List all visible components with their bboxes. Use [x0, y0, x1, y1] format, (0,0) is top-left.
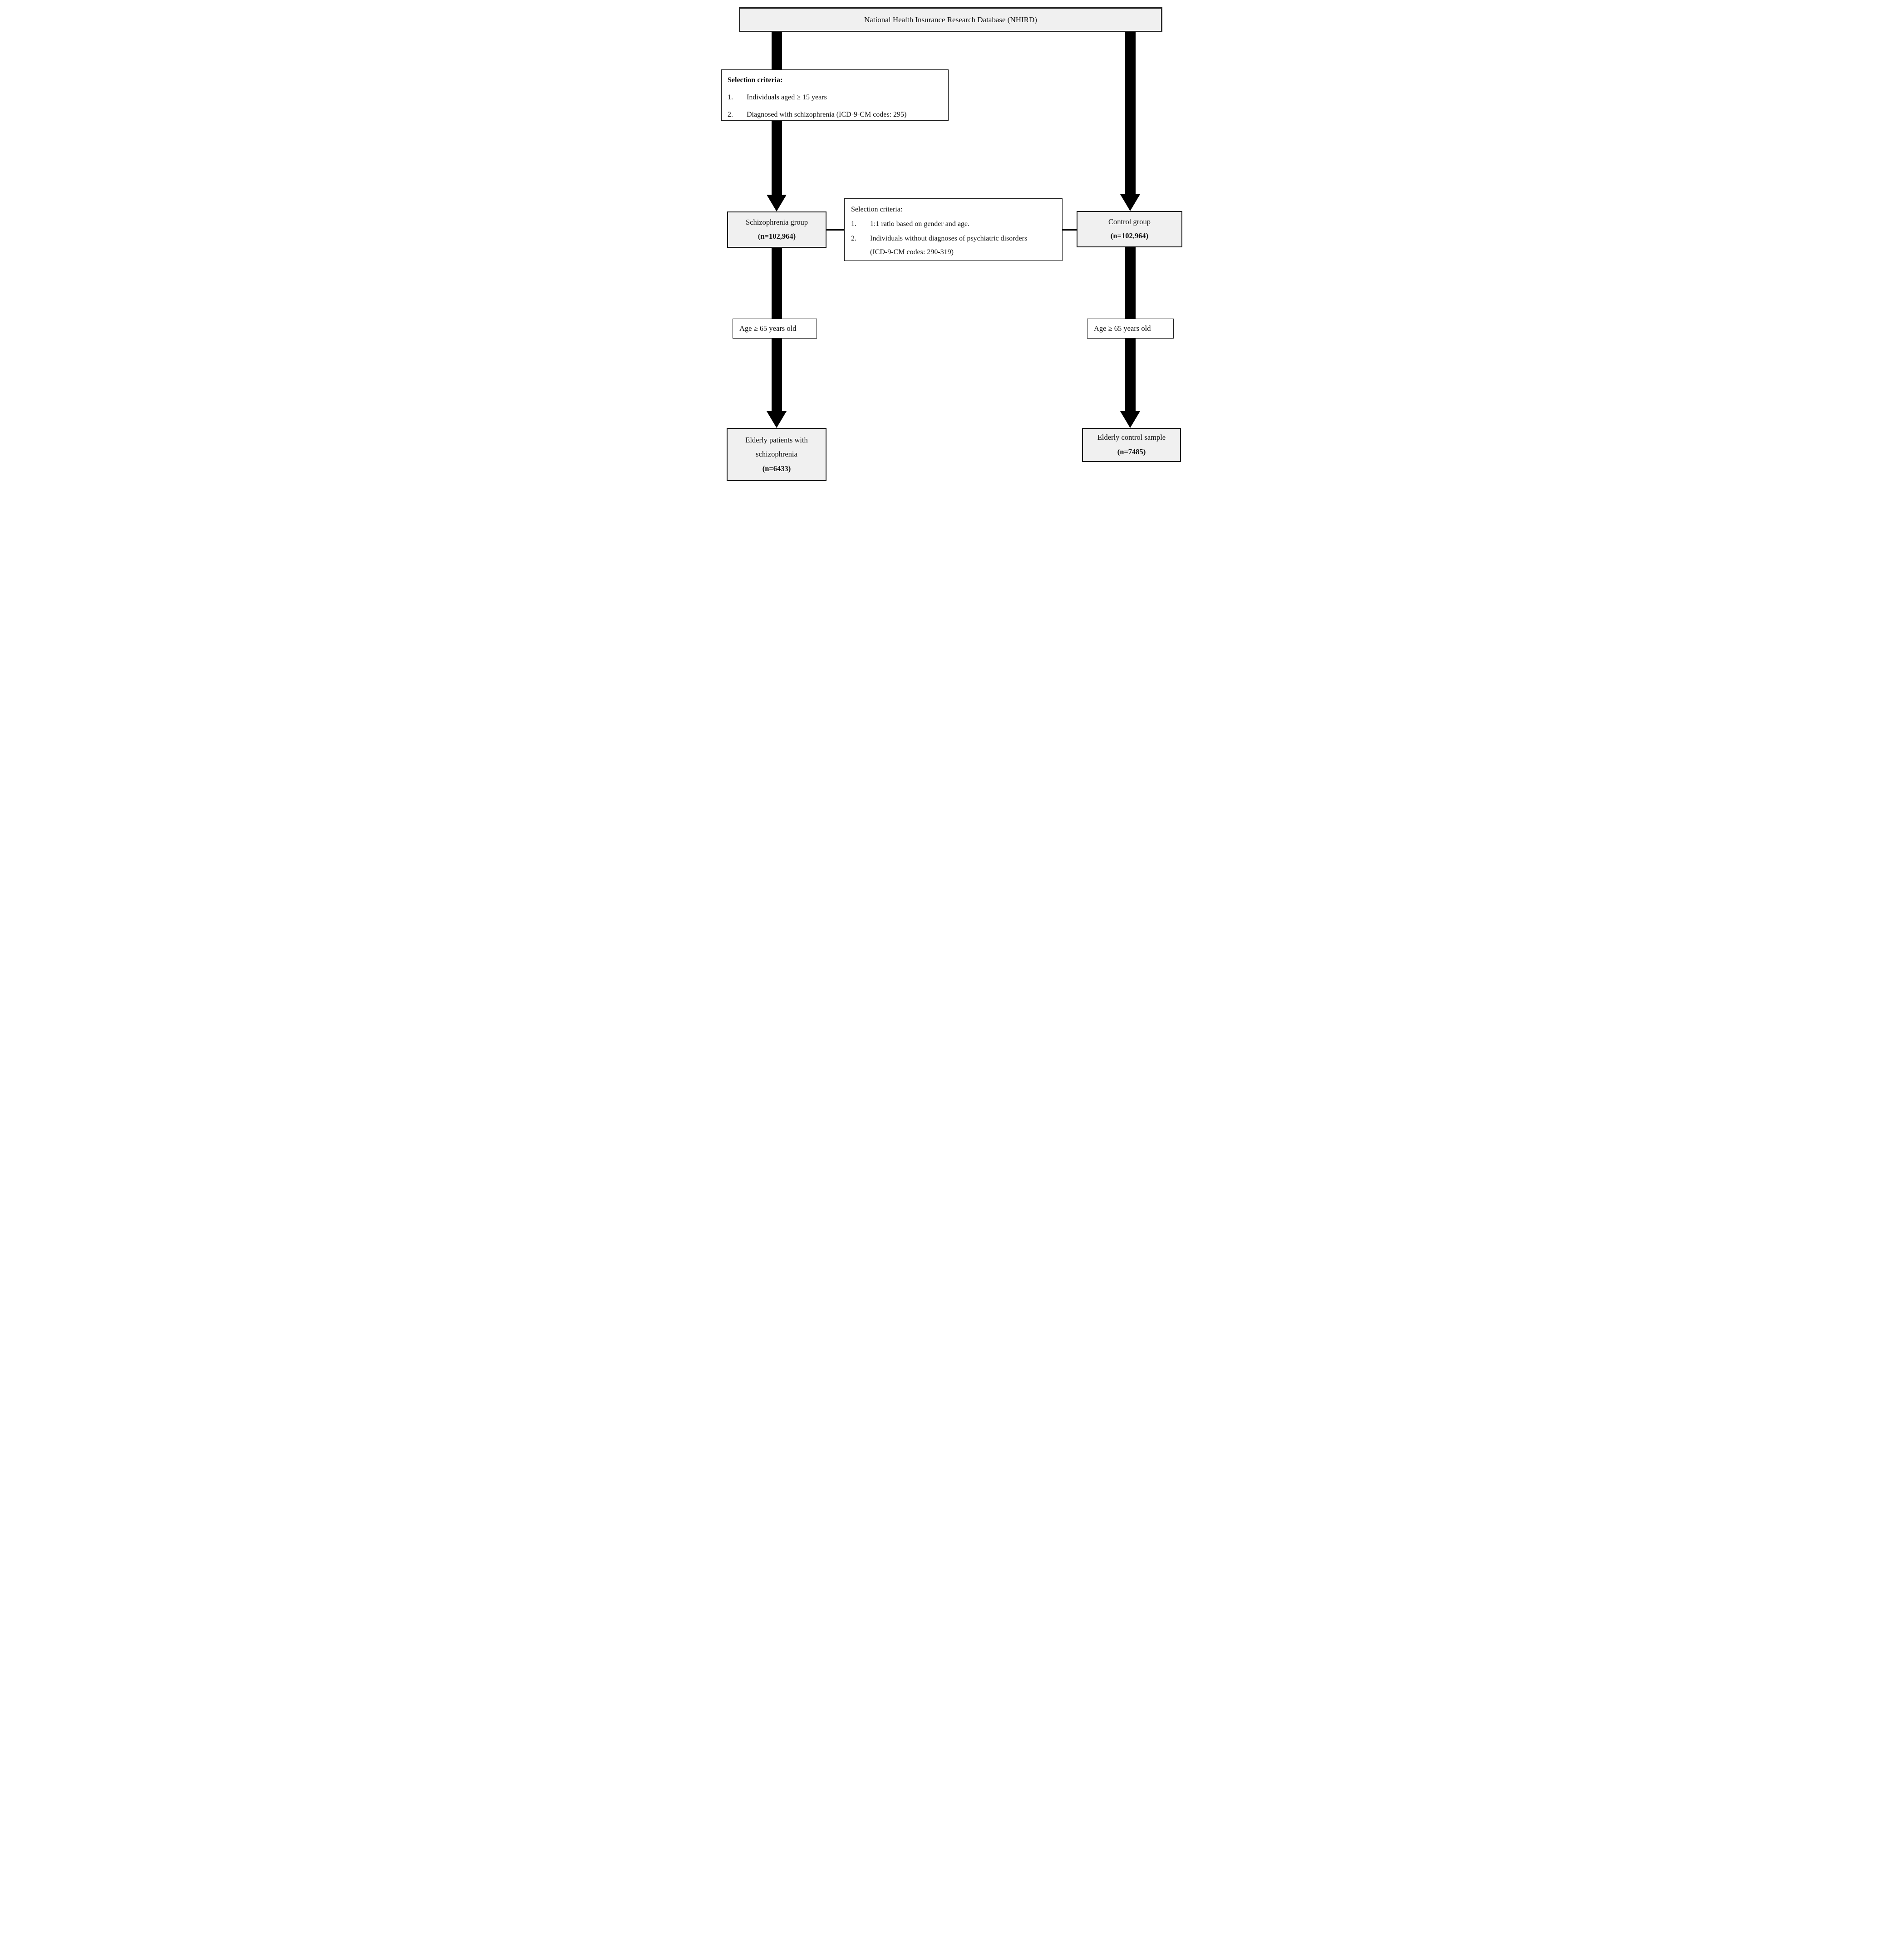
group-name: Schizophrenia group — [745, 218, 808, 227]
terminal-line: Elderly patients with — [745, 435, 808, 444]
connector-schizophrenia-to-criteria — [827, 229, 844, 231]
arrowhead-nhird-to-control — [1120, 194, 1140, 211]
nhird-source-box: National Health Insurance Research Datab… — [739, 7, 1162, 32]
criteria-item: 1. Individuals aged ≥ 15 years — [728, 91, 944, 104]
age-filter-label: Age ≥ 65 years old — [739, 324, 797, 333]
connector-criteria-to-control — [1063, 229, 1077, 231]
arrow-shaft-nhird-to-control — [1125, 30, 1136, 194]
criteria-item: 2. Individuals without diagnoses of psyc… — [851, 232, 1058, 259]
elderly-control-box: Elderly control sample (n=7485) — [1082, 428, 1181, 462]
elderly-schizophrenia-box: Elderly patients with schizophrenia (n=6… — [727, 428, 827, 481]
arrowhead-nhird-to-schizophrenia — [767, 195, 787, 211]
selection-criteria-box-middle: Selection criteria: 1. 1:1 ratio based o… — [844, 198, 1063, 261]
criteria-item-text: Individuals without diagnoses of psychia… — [870, 235, 1028, 256]
criteria-item-text: Individuals aged ≥ 15 years — [747, 93, 827, 101]
criteria-item: 1. 1:1 ratio based on gender and age. — [851, 217, 1058, 231]
flow-diagram: National Health Insurance Research Datab… — [714, 0, 1190, 484]
criteria-item-number: 2. — [851, 235, 856, 242]
arrowhead-control-to-elderly — [1120, 411, 1140, 428]
criteria-item-number: 1. — [851, 220, 856, 228]
control-group-box: Control group (n=102,964) — [1077, 211, 1182, 247]
selection-criteria-box-left: Selection criteria: 1. Individuals aged … — [721, 69, 949, 121]
terminal-line: schizophrenia — [756, 450, 797, 459]
criteria-item-text: Diagnosed with schizophrenia (ICD-9-CM c… — [747, 111, 907, 118]
group-count: (n=102,964) — [758, 232, 796, 241]
age-filter-label: Age ≥ 65 years old — [1094, 324, 1151, 333]
terminal-count: (n=6433) — [762, 464, 791, 473]
criteria-item: 2. Diagnosed with schizophrenia (ICD-9-C… — [728, 108, 944, 122]
criteria-item-text: 1:1 ratio based on gender and age. — [870, 220, 970, 228]
group-name: Control group — [1108, 217, 1151, 226]
age-filter-box-left: Age ≥ 65 years old — [733, 319, 817, 339]
arrowhead-schizophrenia-to-elderly — [767, 411, 787, 428]
criteria-title: Selection criteria: — [728, 76, 783, 84]
age-filter-box-right: Age ≥ 65 years old — [1087, 319, 1174, 339]
group-count: (n=102,964) — [1110, 231, 1149, 240]
nhird-label: National Health Insurance Research Datab… — [864, 15, 1037, 24]
schizophrenia-group-box: Schizophrenia group (n=102,964) — [727, 211, 827, 248]
criteria-title: Selection criteria: — [851, 206, 903, 213]
criteria-item-number: 1. — [728, 93, 733, 101]
terminal-line: Elderly control sample — [1097, 433, 1166, 442]
criteria-item-number: 2. — [728, 111, 733, 118]
terminal-count: (n=7485) — [1117, 447, 1146, 456]
